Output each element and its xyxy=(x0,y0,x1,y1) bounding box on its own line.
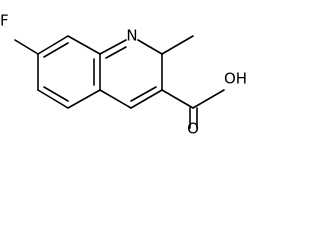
bond-c3-c4 xyxy=(130,89,163,109)
nitrogen-atom-label: N xyxy=(126,27,137,45)
bond-c4a-c5 xyxy=(67,89,101,109)
double-bond-c3-c4 xyxy=(130,86,157,102)
pyridine-ring xyxy=(99,39,163,109)
bond-c3-carboxyl xyxy=(161,89,194,109)
molecule-structure: F N OH O xyxy=(0,12,247,138)
substituents xyxy=(14,35,225,129)
hydroxyl-label: OH xyxy=(224,70,247,88)
double-bond-c7-c8 xyxy=(43,42,69,58)
carbonyl-oxygen-label: O xyxy=(187,120,199,138)
double-bond-c5-c6 xyxy=(43,86,69,102)
bond-c7-f xyxy=(14,39,39,55)
bond-n1-c2 xyxy=(137,39,163,55)
bond-c4-c4a xyxy=(99,89,132,109)
fluorine-atom-label: F xyxy=(0,12,9,30)
bond-c2-methyl xyxy=(161,35,194,55)
bond-c8a-n1 xyxy=(99,39,127,55)
bond-c7-c8 xyxy=(37,35,69,55)
benzo-ring xyxy=(37,35,101,109)
bond-carboxyl-oh xyxy=(192,89,225,109)
double-bond-c8a-n1 xyxy=(105,46,127,59)
bond-c5-c6 xyxy=(37,89,69,109)
bond-c8-c8a xyxy=(67,35,101,55)
